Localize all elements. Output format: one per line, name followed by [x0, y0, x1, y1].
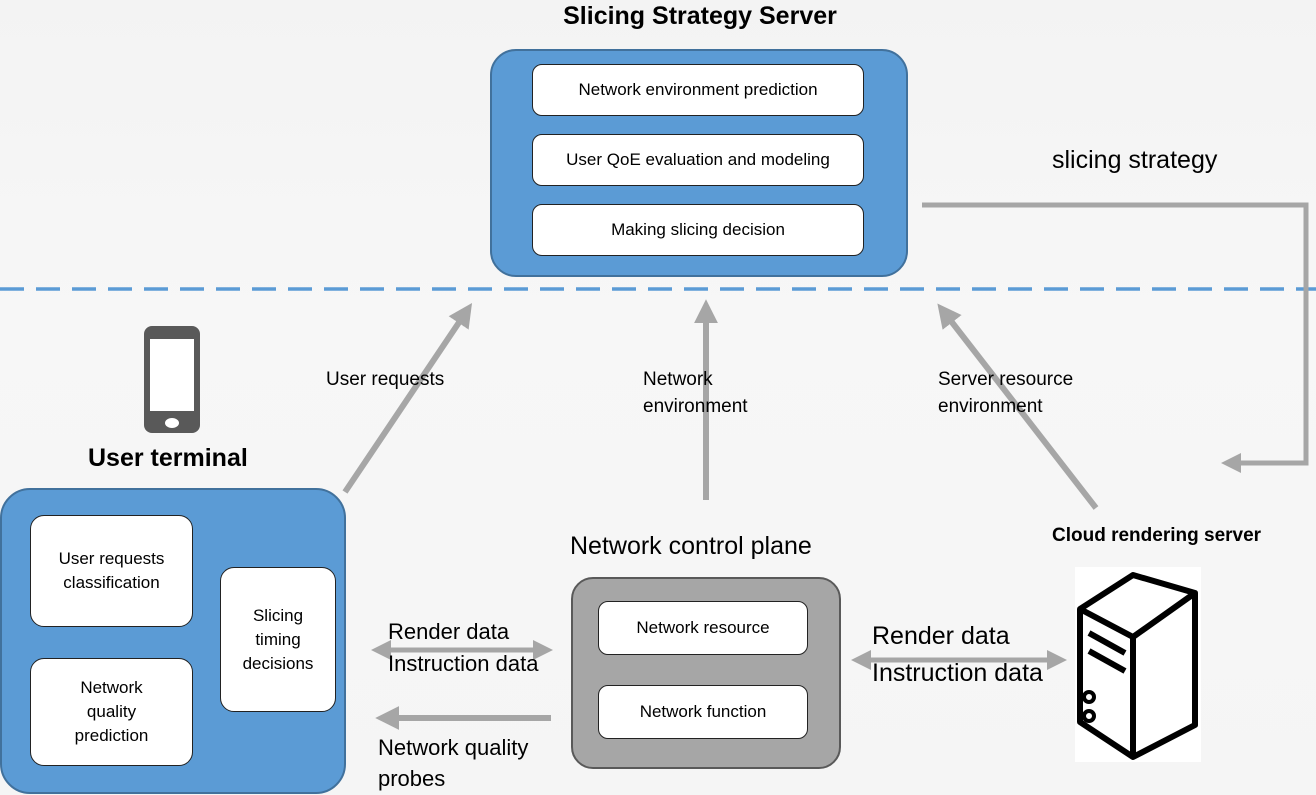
label-user-requests: User requests — [326, 369, 445, 390]
label-server-resource-environment: Server resource environment — [938, 369, 1074, 417]
user-requests-arrow — [342, 303, 473, 494]
network-resource-box: Network resource — [598, 601, 808, 655]
server-icon — [1075, 567, 1201, 762]
network-function-box: Network function — [598, 685, 808, 739]
module-making-slicing-decision: Making slicing decision — [532, 204, 864, 256]
module-network-environment-prediction: Network environment prediction — [532, 64, 864, 116]
control-plane-title: Network control plane — [570, 532, 812, 560]
server-title: Slicing Strategy Server — [563, 2, 837, 30]
label-instruction-data-right: Instruction data — [872, 659, 1043, 687]
cloud-server-title: Cloud rendering server — [1052, 525, 1262, 546]
server-resource-arrow — [937, 303, 1099, 510]
user-terminal-title: User terminal — [88, 444, 248, 472]
label-render-data-right: Render data — [872, 622, 1010, 650]
smartphone-icon — [144, 326, 200, 433]
label-network-quality-probes: Network quality probes — [378, 735, 529, 791]
label-slicing-strategy: slicing strategy — [1052, 146, 1218, 174]
label-network-environment: Network environment — [643, 369, 748, 417]
slicing-strategy-arrow — [922, 202, 1309, 473]
module-user-qoe-evaluation: User QoE evaluation and modeling — [532, 134, 864, 186]
label-instruction-data-left: Instruction data — [388, 651, 539, 676]
label-render-data-left: Render data — [388, 619, 510, 644]
